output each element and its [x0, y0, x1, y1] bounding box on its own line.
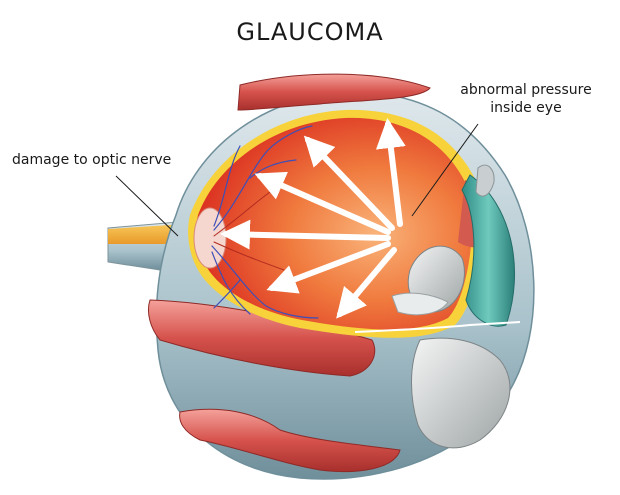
optic-disc: [193, 207, 227, 269]
anterior-segment: [411, 337, 511, 449]
bottom-muscle: [179, 408, 401, 473]
top-muscle: [237, 73, 431, 111]
pressure-arrow: [336, 247, 397, 319]
pressure-arrow: [375, 118, 406, 227]
optic-nerve-label: damage to optic nerve: [12, 152, 172, 168]
diagram-title: GLAUCOMA: [236, 18, 384, 46]
vitreous-body: [196, 117, 473, 330]
section-edge: [354, 321, 521, 333]
pressure-arrow: [220, 219, 391, 250]
pressure-arrows: [220, 118, 406, 319]
pressure-leader-line: [411, 123, 479, 217]
pressure-label: abnormal pressure inside eye: [446, 81, 606, 117]
pressure-label-line1: abnormal pressure: [460, 82, 592, 98]
retinal-vessels: [211, 125, 319, 319]
pressure-arrow: [303, 135, 395, 231]
pressure-arrow: [254, 171, 391, 235]
optic-leader-line: [115, 175, 179, 237]
pressure-arrow: [266, 241, 391, 294]
iris: [391, 292, 449, 316]
pressure-label-line2: inside eye: [490, 100, 562, 116]
iris-fold: [475, 164, 495, 197]
